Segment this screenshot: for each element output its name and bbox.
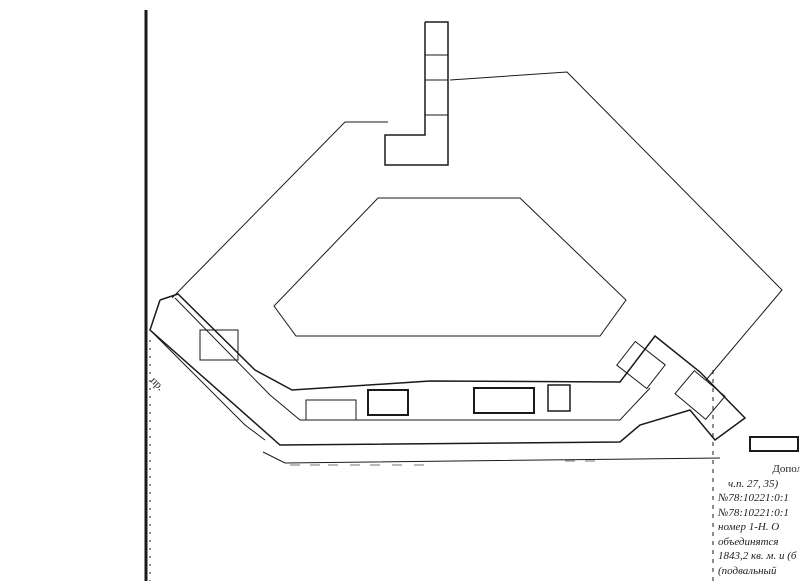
stairs [674, 369, 726, 421]
room [547, 384, 571, 412]
note-line: ч.п. 27, 35) [728, 477, 779, 490]
yard-boundary-left [171, 121, 388, 299]
notes-block: Дополн ч.п. 27, 35) №78:10221:0:1 №78:10… [718, 462, 800, 578]
room [616, 340, 666, 390]
room [367, 389, 409, 416]
note-line: №78:10221:0:1 [718, 506, 789, 519]
inner-wall [174, 297, 651, 421]
room [305, 399, 357, 421]
room [199, 329, 239, 361]
note-line: (подвальный [718, 564, 777, 577]
yard-boundary-right [449, 71, 783, 381]
note-line: Дополн [772, 463, 800, 475]
note-line: 1843,2 кв. м. и (б [718, 550, 797, 562]
note-line: объединятся [718, 535, 779, 548]
sidewalk-line [262, 451, 721, 464]
room [473, 387, 535, 414]
main-building [149, 293, 747, 446]
note-line: №78:10221:0:1 [718, 492, 789, 504]
legend-box [749, 436, 799, 452]
top-building [384, 21, 449, 166]
inner-yard [273, 197, 627, 337]
note-line: номер 1-Н. О [718, 521, 780, 533]
